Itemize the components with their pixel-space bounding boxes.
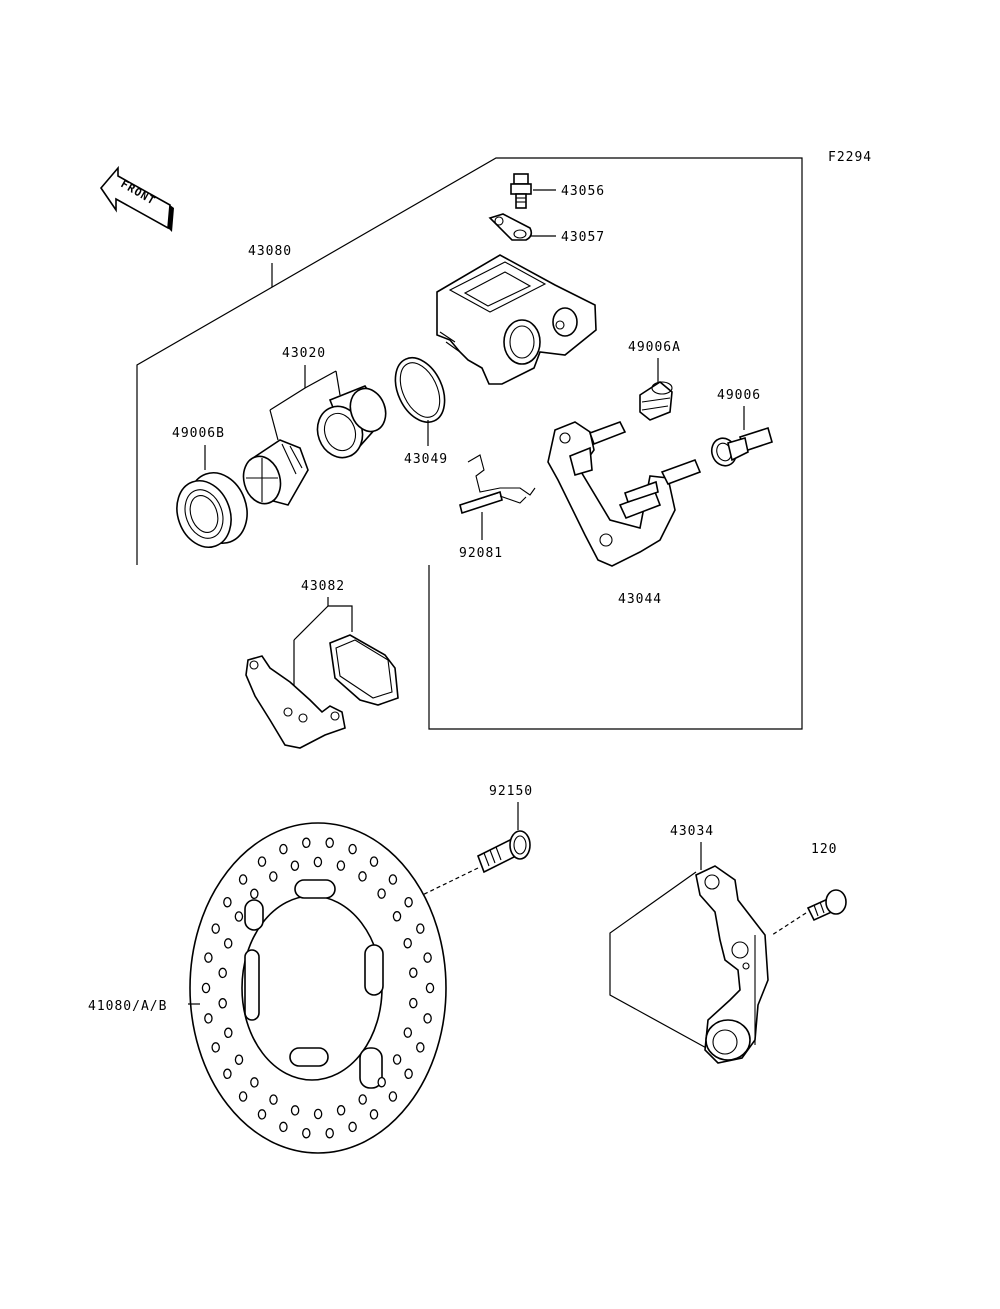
disc-hole-1-23: [392, 911, 402, 922]
disc-hole-1-18: [290, 860, 300, 871]
caliper-assembly-frame: [136, 157, 803, 730]
disc-hole-1-6: [313, 1108, 323, 1120]
piston-insulator-part: [242, 439, 309, 506]
piston-part: [316, 385, 387, 459]
disc-hole-1-5: [336, 1105, 346, 1116]
disc-hole-1-21: [358, 871, 367, 882]
caliper-pin-part: [710, 426, 773, 467]
label-49006B: 49006B: [172, 426, 225, 441]
disc-hole-0-24: [348, 843, 357, 855]
disc-hole-0-1: [423, 1013, 432, 1024]
pin-boot-part: [639, 381, 673, 421]
label-43049: 43049: [404, 452, 448, 467]
disc-hole-1-13: [218, 967, 227, 979]
disc-hole-1-4: [358, 1094, 367, 1105]
disc-hole-0-5: [369, 1109, 379, 1120]
disc-hole-1-9: [250, 1077, 259, 1088]
disc-hole-0-29: [423, 952, 432, 963]
label-43080: 43080: [248, 244, 292, 259]
disc-hole-0-7: [325, 1127, 334, 1139]
bleeder-valve-part: [510, 173, 556, 209]
disc-hole-0-10: [257, 1109, 267, 1120]
disc-bolt-part: [476, 830, 531, 874]
disc-hole-0-8: [302, 1127, 311, 1139]
label-49006: 49006: [717, 388, 761, 403]
disc-hole-1-8: [269, 1094, 278, 1105]
disc-hole-0-13: [211, 1042, 220, 1053]
disc-hole-0-26: [388, 874, 398, 885]
label-92081: 92081: [459, 546, 503, 561]
disc-hole-1-11: [224, 1027, 233, 1039]
label-49006A: 49006A: [628, 340, 681, 355]
disc-hole-1-3: [377, 1076, 386, 1088]
disc-hole-0-19: [238, 874, 248, 885]
disc-hole-0-18: [223, 896, 232, 908]
disc-hole-0-12: [223, 1068, 232, 1080]
disc-hole-1-12: [218, 998, 227, 1009]
disc-hole-0-23: [325, 837, 334, 849]
disc-hole-0-2: [416, 1042, 425, 1053]
label-92150: 92150: [489, 784, 533, 799]
caliper-body-part: [436, 254, 597, 385]
label-43056: 43056: [561, 184, 605, 199]
disc-hole-1-20: [336, 860, 346, 871]
disc-vent-holes: [201, 837, 435, 1139]
label-43044: 43044: [618, 592, 662, 607]
label-43082: 43082: [301, 579, 345, 594]
disc-hole-1-7: [290, 1105, 300, 1116]
label-43034: 43034: [670, 824, 714, 839]
disc-hole-1-14: [223, 938, 233, 949]
disc-hole-0-0: [425, 982, 435, 994]
mounting-bracket-part: [609, 865, 769, 1064]
disc-hole-0-3: [404, 1068, 413, 1080]
disc-hole-0-4: [388, 1091, 398, 1102]
disc-hole-1-22: [377, 888, 386, 899]
front-arrow-icon: FRONT: [99, 165, 174, 232]
disc-hole-0-20: [257, 856, 267, 867]
disc-hole-0-6: [348, 1121, 357, 1133]
bracket-screw-part: [806, 889, 847, 922]
disc-hole-0-11: [238, 1091, 248, 1102]
disc-hole-0-16: [204, 952, 213, 963]
disc-hole-1-25: [409, 967, 418, 978]
caliper-bracket-part: [547, 421, 702, 567]
disc-hole-1-0: [409, 997, 418, 1009]
label-43020: 43020: [282, 346, 326, 361]
disc-hole-1-19: [313, 856, 323, 868]
disc-hole-0-27: [404, 896, 413, 908]
disc-hole-0-9: [279, 1121, 288, 1133]
pad-shim-part: [245, 655, 346, 749]
label-43057: 43057: [561, 230, 605, 245]
disc-hole-0-22: [302, 837, 311, 849]
dust-boot-part: [176, 472, 248, 548]
disc-hole-0-21: [279, 843, 288, 855]
brake-disc-part: [189, 822, 447, 1154]
disc-hole-0-17: [211, 923, 220, 934]
disc-hole-0-25: [369, 856, 379, 867]
piston-seal-part: [394, 357, 446, 423]
disc-hole-1-10: [234, 1054, 244, 1065]
disc-hole-0-28: [416, 923, 425, 934]
bleeder-cap-part: [488, 213, 556, 241]
disc-hole-0-14: [204, 1013, 213, 1024]
disc-hole-1-2: [392, 1054, 402, 1065]
disc-hole-1-15: [234, 911, 244, 922]
disc-hole-1-17: [269, 871, 278, 882]
figure-code: F2294: [828, 150, 872, 165]
disc-hole-0-15: [201, 982, 211, 994]
disc-hole-1-16: [250, 888, 259, 900]
label-120: 120: [811, 842, 837, 857]
brake-pad-part: [329, 634, 399, 706]
disc-hole-1-1: [403, 1027, 413, 1038]
disc-hole-1-24: [403, 937, 412, 949]
pad-spring-part: [459, 454, 536, 515]
label-41080: 41080/A/B: [88, 999, 167, 1014]
